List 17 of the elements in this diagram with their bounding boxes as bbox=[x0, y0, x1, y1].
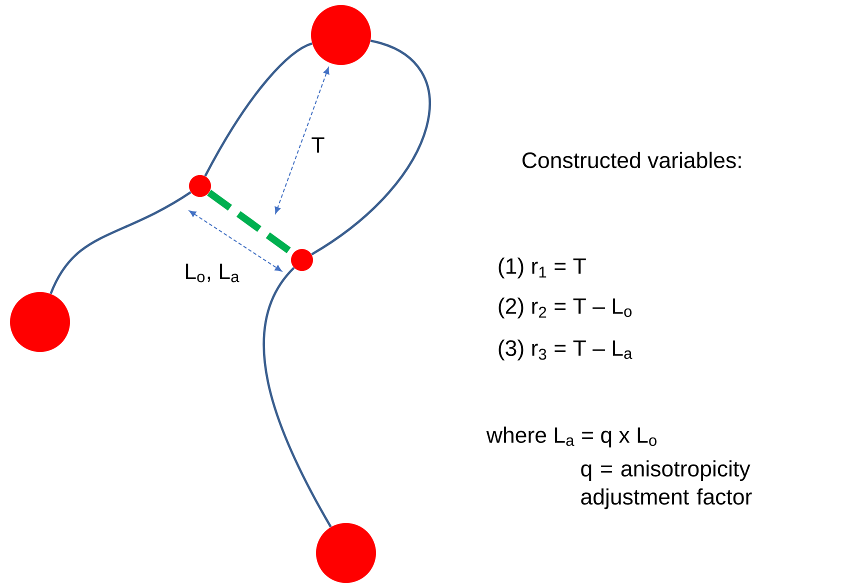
curve-line bbox=[204, 42, 312, 177]
end-circle bbox=[10, 292, 70, 352]
joint-dot bbox=[189, 175, 211, 197]
end-circle bbox=[311, 5, 371, 65]
heading: Constructed variables: bbox=[522, 152, 741, 168]
equation-text: (2) r$_{2}$ = T – L$_{o}$ bbox=[498, 298, 632, 318]
equation-text: (3) r$_{3}$ = T – L$_{a}$ bbox=[498, 340, 632, 360]
curve-line bbox=[262, 267, 332, 528]
curve-line bbox=[311, 40, 431, 256]
joint-dot bbox=[291, 249, 313, 271]
dimension-label: L$_{o}$, L$_{a}$ bbox=[186, 264, 240, 282]
equation-text: (1) r$_{1}$ = T bbox=[498, 258, 586, 278]
dimension-label: T bbox=[312, 137, 324, 153]
end-circle bbox=[316, 523, 376, 583]
curve-line bbox=[50, 191, 192, 294]
note-text: q = anisotropicity adjustment factor bbox=[581, 460, 752, 510]
note-text: where L$_{a}$ = q x L$_{o}$ bbox=[486, 426, 656, 448]
